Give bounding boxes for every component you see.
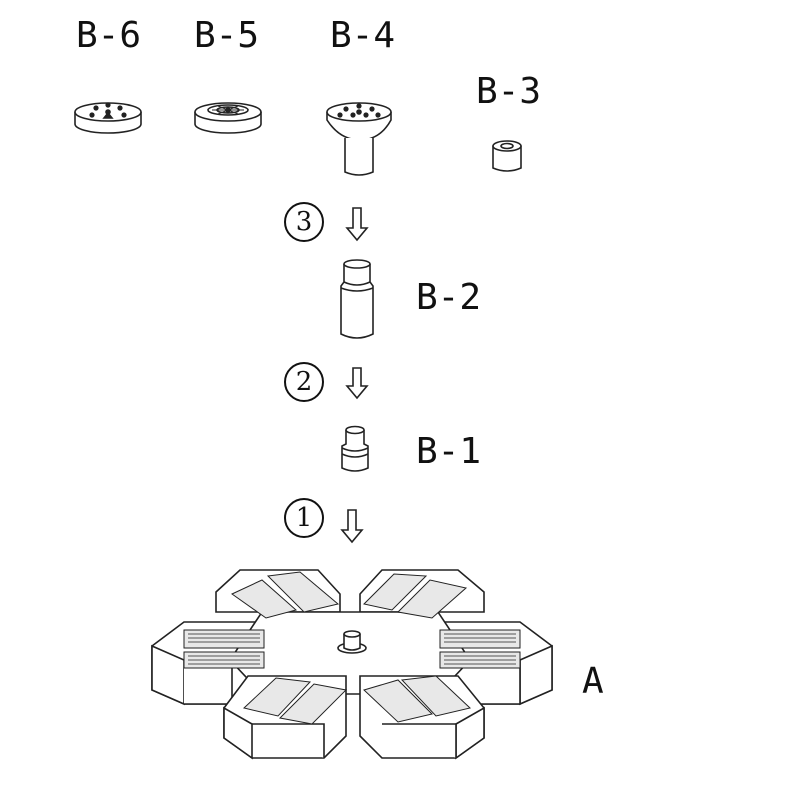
label-b2: B-2 xyxy=(416,277,482,318)
label-b6: B-6 xyxy=(76,15,142,56)
nozzle-b6 xyxy=(74,102,142,134)
part-b2 xyxy=(340,259,374,339)
part-b3 xyxy=(492,140,522,172)
part-b1 xyxy=(341,425,369,472)
step-1-marker: 1 xyxy=(284,498,324,538)
label-b1: B-1 xyxy=(416,431,482,472)
down-arrow-1 xyxy=(340,509,364,544)
label-b5: B-5 xyxy=(194,15,260,56)
label-b4: B-4 xyxy=(330,15,396,56)
down-arrow-3 xyxy=(345,207,369,242)
label-b3: B-3 xyxy=(476,71,542,112)
nozzle-b4 xyxy=(326,102,392,176)
solar-panel-base-a xyxy=(151,569,553,760)
down-arrow-2 xyxy=(345,367,369,400)
nozzle-b5 xyxy=(194,102,262,134)
step-2-marker: 2 xyxy=(284,362,324,402)
label-a: A xyxy=(582,661,604,702)
step-3-marker: 3 xyxy=(284,202,324,242)
